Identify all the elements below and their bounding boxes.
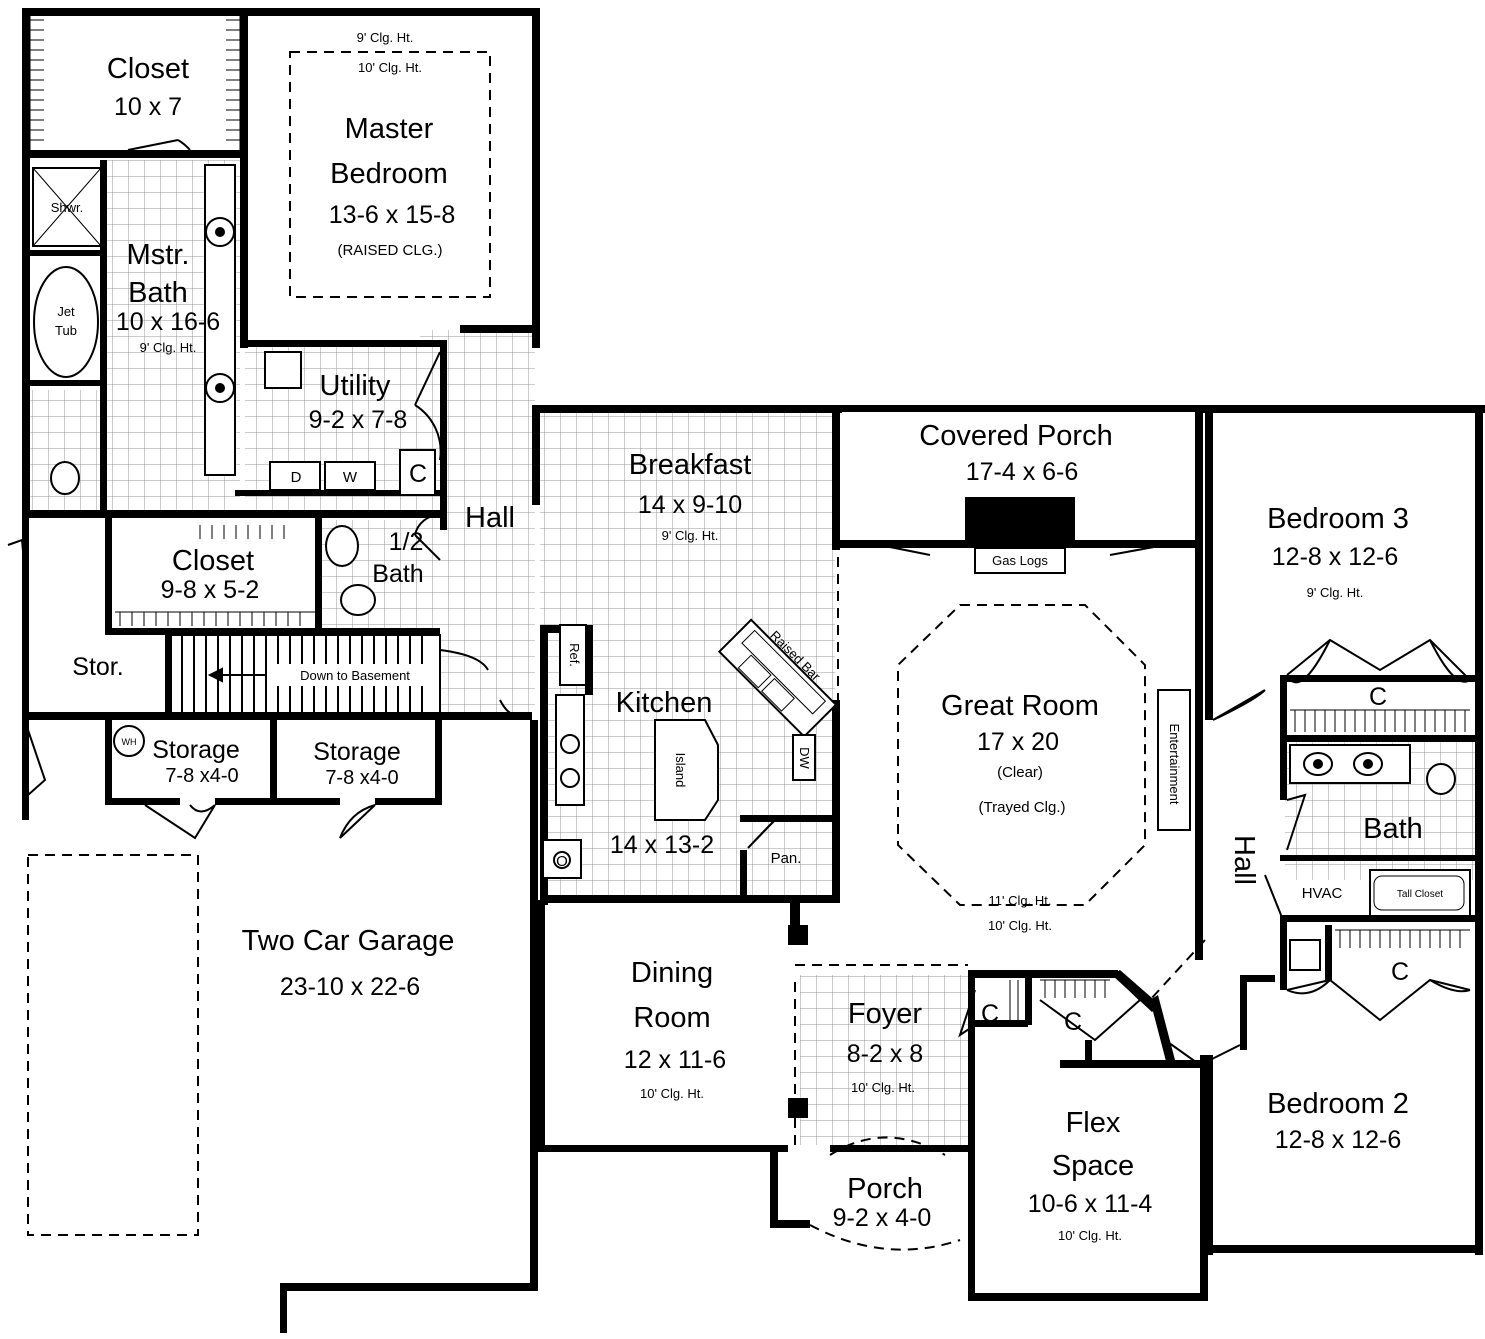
storage-right-size: 7-8 x4-0 xyxy=(325,767,398,789)
master-clg-2: 10' Clg. Ht. xyxy=(358,60,422,75)
foyer-closet: C xyxy=(981,1000,999,1028)
water-heater-label: WH xyxy=(122,737,137,747)
foyer-name: Foyer xyxy=(848,998,922,1030)
master-bedroom-size: 13-6 x 15-8 xyxy=(329,201,455,229)
breakfast-name: Breakfast xyxy=(629,449,752,481)
walls xyxy=(22,8,1485,1333)
doors xyxy=(7,139,1471,1067)
bedroom2-closet: C xyxy=(1391,958,1409,986)
closet-master-name: Closet xyxy=(107,53,189,85)
flex-name-1: Flex xyxy=(1066,1107,1121,1139)
great-room-note-2: (Trayed Clg.) xyxy=(979,799,1066,816)
closet-hall-size: 9-8 x 5-2 xyxy=(161,576,260,604)
utility-size: 9-2 x 7-8 xyxy=(309,406,408,434)
bedroom3-name: Bedroom 3 xyxy=(1267,503,1409,535)
closet-shelving xyxy=(29,15,1470,1020)
bath-name: Bath xyxy=(1363,813,1423,845)
great-room-name: Great Room xyxy=(941,690,1099,722)
master-clg-1: 9' Clg. Ht. xyxy=(357,30,414,45)
utility-name: Utility xyxy=(320,370,391,402)
tub-label-2: Tub xyxy=(55,323,77,338)
porch-name: Porch xyxy=(847,1173,923,1205)
storage-left-name: Storage xyxy=(152,736,240,764)
covered-porch-name: Covered Porch xyxy=(919,420,1112,452)
jet-tub xyxy=(33,266,99,378)
flex-size: 10-6 x 11-4 xyxy=(1028,1190,1153,1218)
entertainment-label: Entertainment xyxy=(1167,724,1182,805)
utility-washer: W xyxy=(343,469,358,486)
breakfast-size: 14 x 9-10 xyxy=(638,491,742,519)
foyer-clg: 10' Clg. Ht. xyxy=(851,1080,915,1095)
foyer-size: 8-2 x 8 xyxy=(847,1040,923,1068)
stairs xyxy=(169,634,441,716)
storage-right-name: Storage xyxy=(313,738,401,766)
closet-master-size: 10 x 7 xyxy=(114,93,182,121)
dining-name-1: Dining xyxy=(631,957,713,989)
master-bath-size: 10 x 16-6 xyxy=(116,308,220,336)
master-bath-clg: 9' Clg. Ht. xyxy=(140,340,197,355)
flex-clg: 10' Clg. Ht. xyxy=(1058,1228,1122,1243)
porch-size: 9-2 x 4-0 xyxy=(833,1204,932,1232)
shower-label: Shwr. xyxy=(51,200,84,215)
hall-right-name: Hall xyxy=(1228,835,1260,885)
flex-closet: C xyxy=(1064,1008,1082,1036)
stor-name: Stor. xyxy=(72,653,123,681)
fixtures xyxy=(32,164,1471,971)
covered-porch-size: 17-4 x 6-6 xyxy=(966,458,1079,486)
oven-label: O xyxy=(556,853,568,870)
diagonal-walls xyxy=(1112,970,1175,1065)
stairs-label: Down to Basement xyxy=(300,668,410,683)
storage-left-size: 7-8 x4-0 xyxy=(165,765,238,787)
linen-label: Tall Closet xyxy=(1397,889,1443,900)
labels: Closet 10 x 7 9' Clg. Ht. 10' Clg. Ht. M… xyxy=(51,30,1444,1243)
great-room-clg-2: 10' Clg. Ht. xyxy=(988,918,1052,933)
garage-size: 23-10 x 22-6 xyxy=(280,973,420,1001)
master-bedroom-note: (RAISED CLG.) xyxy=(337,242,442,259)
kitchen-name: Kitchen xyxy=(616,687,713,719)
tub-label-1: Jet xyxy=(57,304,75,319)
dining-size: 12 x 11-6 xyxy=(624,1046,726,1074)
master-bath-name-2: Bath xyxy=(128,277,188,309)
island-label: Island xyxy=(673,753,688,788)
bedroom3-clg: 9' Clg. Ht. xyxy=(1307,585,1364,600)
bedroom3-closet: C xyxy=(1369,683,1387,711)
great-room-clg-1: 11' Clg. Ht. xyxy=(989,893,1052,908)
hall-top-name: Hall xyxy=(465,502,515,534)
utility-dryer: D xyxy=(291,469,302,486)
flex-name-2: Space xyxy=(1052,1150,1134,1182)
dishwasher-label: DW xyxy=(797,747,812,769)
kitchen-size: 14 x 13-2 xyxy=(610,831,714,859)
master-bedroom-name-1: Master xyxy=(345,113,434,145)
master-bath-name-1: Mstr. xyxy=(127,239,190,271)
kitchen-island xyxy=(654,719,719,821)
ref-label: Ref. xyxy=(567,643,582,667)
half-bath-name-2: Bath xyxy=(372,560,423,588)
garage-name: Two Car Garage xyxy=(242,925,455,957)
breakfast-clg: 9' Clg. Ht. xyxy=(662,528,719,543)
bedroom2-size: 12-8 x 12-6 xyxy=(1275,1126,1401,1154)
utility-closet: C xyxy=(409,460,427,488)
hvac-label: HVAC xyxy=(1302,885,1343,902)
bedroom2-name: Bedroom 2 xyxy=(1267,1088,1409,1120)
gas-logs-label: Gas Logs xyxy=(992,553,1048,568)
dining-name-2: Room xyxy=(633,1002,710,1034)
bedroom3-size: 12-8 x 12-6 xyxy=(1272,543,1398,571)
pantry-label: Pan. xyxy=(771,850,802,867)
great-room-note-1: (Clear) xyxy=(997,764,1043,781)
closet-hall-name: Closet xyxy=(172,545,254,577)
half-bath-name-1: 1/2 xyxy=(389,528,424,556)
great-room-size: 17 x 20 xyxy=(977,728,1059,756)
dining-clg: 10' Clg. Ht. xyxy=(640,1086,704,1101)
master-bedroom-name-2: Bedroom xyxy=(330,158,448,190)
